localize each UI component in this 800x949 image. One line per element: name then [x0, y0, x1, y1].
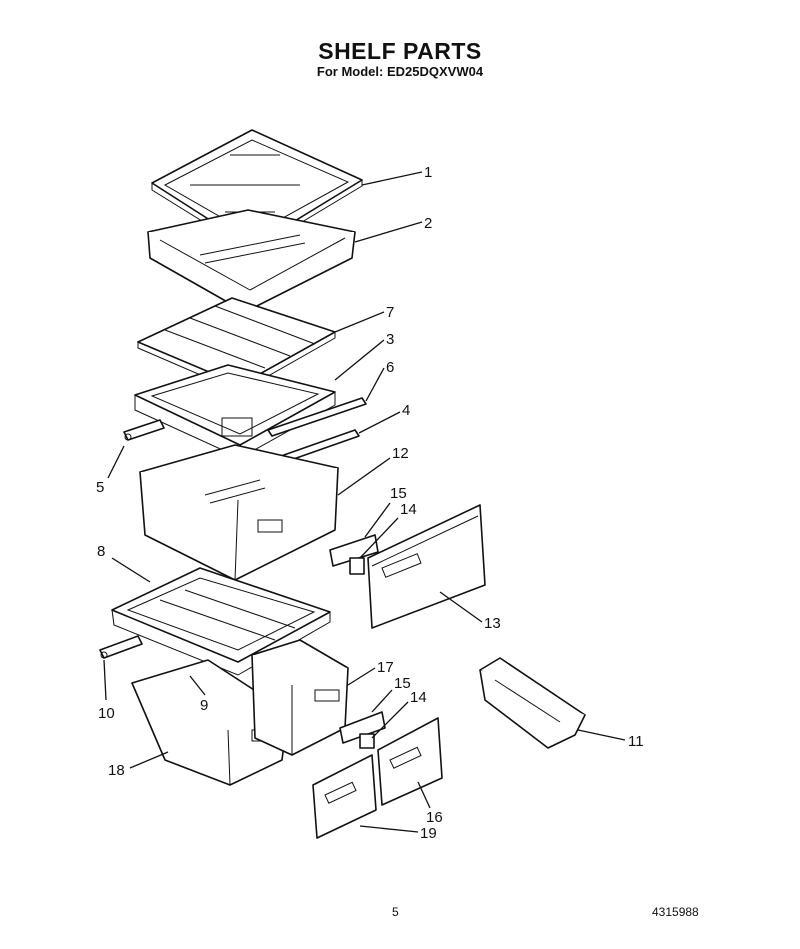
callout-16: 16 — [426, 809, 443, 826]
callout-18: 18 — [108, 762, 125, 779]
callout-17: 17 — [377, 659, 394, 676]
callout-6: 6 — [386, 359, 394, 376]
part-10-lower-slide-rail — [99, 635, 143, 659]
callout-12: 12 — [392, 445, 409, 462]
part-12-upper-crisper-drawer — [139, 444, 339, 581]
page-number: 5 — [392, 905, 399, 919]
callout-2: 2 — [424, 215, 432, 232]
part-13-upper-drawer-front — [367, 504, 486, 629]
part-17-lower-right-drawer — [251, 639, 349, 756]
part-19-lower-left-drawer-front — [312, 754, 377, 839]
callout-14-lower: 14 — [410, 689, 427, 706]
part-15-upper-slide — [329, 534, 379, 567]
part-15-lower-slide — [339, 711, 386, 744]
callout-14-upper: 14 — [400, 501, 417, 518]
callout-10: 10 — [98, 705, 115, 722]
callout-13: 13 — [484, 615, 501, 632]
callout-4: 4 — [402, 402, 410, 419]
callout-7: 7 — [386, 304, 394, 321]
part-6-rail — [267, 397, 367, 437]
leader-lines — [103, 171, 626, 833]
part-18-lower-left-drawer — [131, 659, 289, 786]
part-5-slide-rail — [123, 419, 165, 441]
part-3-shelf-frame — [134, 364, 336, 459]
callout-5: 5 — [96, 479, 104, 496]
part-16-lower-right-drawer-front — [377, 717, 443, 806]
part-14-upper-bracket — [349, 557, 365, 575]
part-8-lower-glass-shelf — [111, 567, 331, 676]
callout-15-upper: 15 — [390, 485, 407, 502]
callout-9: 9 — [200, 697, 208, 714]
callout-15-lower: 15 — [394, 675, 411, 692]
document-number: 4315988 — [652, 905, 699, 919]
part-11-door-bin — [479, 657, 586, 749]
callout-1: 1 — [424, 164, 432, 181]
part-14-lower-bracket — [359, 733, 375, 749]
callout-19: 19 — [420, 825, 437, 842]
callout-11: 11 — [628, 733, 644, 750]
part-2-crisper-frame — [147, 209, 356, 313]
model-line: For Model: ED25DQXVW04 — [316, 64, 484, 79]
callout-3: 3 — [386, 331, 394, 348]
callout-8: 8 — [97, 543, 105, 560]
page-title: SHELF PARTS — [318, 38, 482, 64]
